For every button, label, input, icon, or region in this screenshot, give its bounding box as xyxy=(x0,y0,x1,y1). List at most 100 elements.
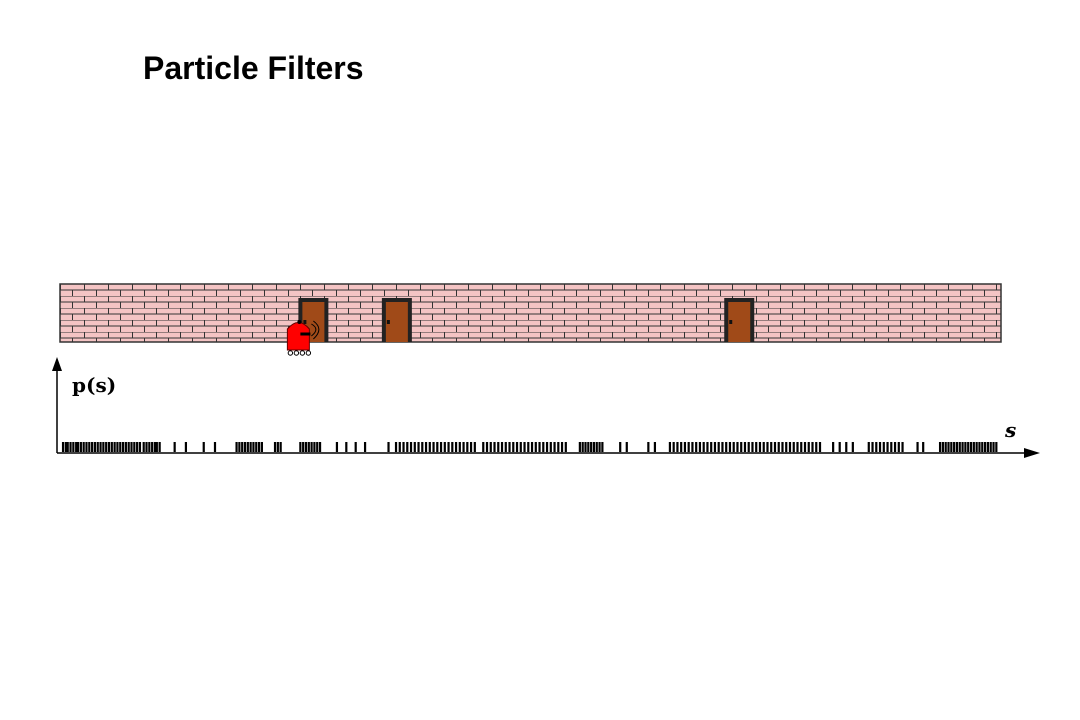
particle xyxy=(728,442,732,452)
particle xyxy=(436,442,439,452)
particle xyxy=(93,442,97,452)
particle xyxy=(61,442,65,452)
particle xyxy=(130,442,133,452)
particle xyxy=(986,442,990,452)
particle xyxy=(770,442,773,452)
particle xyxy=(105,442,108,452)
particle xyxy=(273,442,277,452)
particle xyxy=(717,442,720,452)
particle xyxy=(119,442,122,452)
particle xyxy=(792,442,795,452)
particle xyxy=(886,442,889,452)
particle xyxy=(890,442,893,452)
particle xyxy=(545,442,549,452)
particle xyxy=(249,442,252,452)
particle xyxy=(116,442,119,452)
particle xyxy=(832,442,835,452)
particle xyxy=(706,442,709,452)
doors xyxy=(298,298,755,342)
particle xyxy=(235,442,238,452)
particle xyxy=(530,442,534,452)
particle xyxy=(698,442,702,452)
particle xyxy=(91,442,94,452)
particle xyxy=(69,442,72,452)
particle xyxy=(260,442,263,452)
particle xyxy=(796,442,799,452)
particle xyxy=(458,442,461,452)
particle xyxy=(683,442,687,452)
particle xyxy=(800,442,803,452)
particle xyxy=(875,442,878,452)
particle xyxy=(851,442,854,452)
particle xyxy=(500,442,504,452)
particle xyxy=(838,442,841,452)
particle xyxy=(88,442,91,452)
particle xyxy=(964,442,967,452)
particle xyxy=(398,442,401,452)
particle xyxy=(803,442,807,452)
particle xyxy=(647,442,650,452)
corridor-wall xyxy=(59,283,1002,343)
particle xyxy=(76,442,80,452)
particle xyxy=(747,442,750,452)
particle xyxy=(743,442,747,452)
particle xyxy=(955,442,959,452)
particle xyxy=(302,442,305,452)
particle xyxy=(938,442,942,452)
particle xyxy=(113,442,116,452)
particle xyxy=(811,442,814,452)
y-axis-label: p(s) xyxy=(72,373,116,397)
particle xyxy=(316,442,319,452)
particle xyxy=(815,442,818,452)
particle xyxy=(307,442,310,452)
particle xyxy=(871,442,874,452)
particle xyxy=(413,442,416,452)
robot-icon xyxy=(286,320,320,356)
particle xyxy=(184,442,188,452)
particle xyxy=(318,442,322,452)
particle xyxy=(619,442,622,452)
particle xyxy=(299,442,302,452)
x-axis xyxy=(57,448,1040,458)
particle xyxy=(99,442,102,452)
particle xyxy=(549,442,552,452)
particle xyxy=(454,442,458,452)
particle xyxy=(473,442,476,452)
particle xyxy=(133,442,136,452)
particle xyxy=(989,442,992,452)
x-axis-arrowhead xyxy=(1024,448,1040,458)
particle xyxy=(557,442,560,452)
particle xyxy=(653,442,657,452)
particle xyxy=(497,442,500,452)
particle xyxy=(155,442,158,452)
particle xyxy=(972,442,975,452)
particle xyxy=(447,442,450,452)
particle xyxy=(402,442,405,452)
particle xyxy=(560,442,564,452)
particle xyxy=(721,442,724,452)
y-axis xyxy=(52,357,62,453)
particle xyxy=(553,442,556,452)
particle xyxy=(687,442,690,452)
particle xyxy=(564,442,567,452)
particle xyxy=(740,442,743,452)
door-2 xyxy=(381,298,412,342)
particle xyxy=(354,442,357,452)
particle xyxy=(710,442,713,452)
particle xyxy=(762,442,765,452)
particle xyxy=(592,442,596,452)
particle xyxy=(777,442,780,452)
particle xyxy=(672,442,675,452)
particle xyxy=(736,442,739,452)
particle xyxy=(922,442,925,452)
particle xyxy=(255,442,258,452)
particle xyxy=(313,442,316,452)
particle xyxy=(387,442,390,452)
particle xyxy=(428,442,431,452)
particle xyxy=(421,442,424,452)
particles xyxy=(61,442,998,452)
particle xyxy=(590,442,593,452)
particle xyxy=(462,442,465,452)
particle xyxy=(121,442,125,452)
particle xyxy=(504,442,507,452)
